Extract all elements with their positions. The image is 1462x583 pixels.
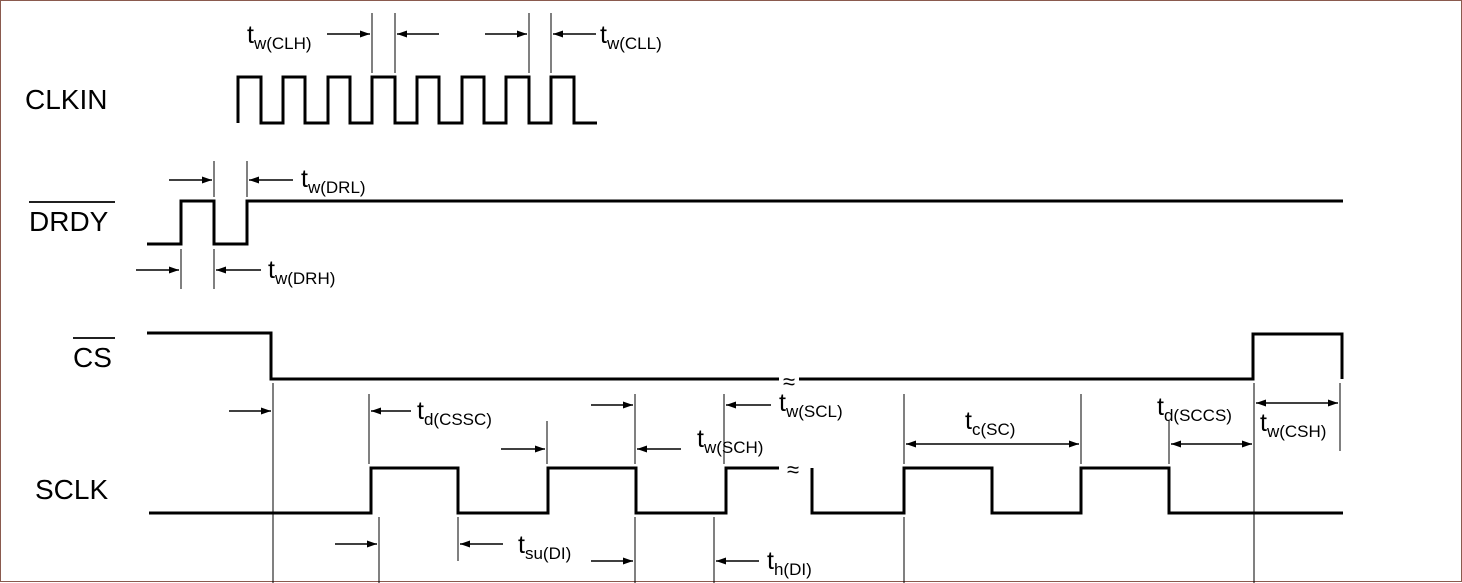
label-tw-cll: tw(CLL) bbox=[600, 21, 662, 53]
sclk-waveform bbox=[149, 466, 1343, 515]
sclk-break-mark: ≈ bbox=[787, 457, 799, 482]
label-tw-scl: tw(SCL) bbox=[779, 389, 843, 421]
timing-guides bbox=[180, 13, 1341, 583]
label-th-di: th(DI) bbox=[767, 547, 812, 579]
label-td-sccs: td(SCCS) bbox=[1157, 393, 1232, 425]
drdy-waveform bbox=[147, 199, 1343, 246]
label-tw-clh: tw(CLH) bbox=[247, 21, 312, 53]
clkin-waveform bbox=[236, 75, 597, 125]
cs-waveform bbox=[147, 331, 1344, 381]
label-td-cssc: td(CSSC) bbox=[417, 397, 492, 429]
timing-arrows bbox=[136, 30, 1338, 565]
label-tw-drh: tw(DRH) bbox=[268, 256, 335, 288]
signal-label-sclk: SCLK bbox=[35, 474, 108, 505]
label-tsu-di: tsu(DI) bbox=[518, 531, 571, 563]
signal-label-drdy: DRDY bbox=[29, 206, 109, 237]
label-tw-sch: tw(SCH) bbox=[697, 425, 763, 457]
label-tw-drl: tw(DRL) bbox=[301, 165, 366, 197]
label-tw-csh: tw(CSH) bbox=[1260, 409, 1326, 441]
cs-break-mark: ≈ bbox=[783, 369, 795, 394]
label-tc-sc: tc(SC) bbox=[965, 407, 1015, 439]
signal-label-cs: CS bbox=[73, 342, 112, 373]
signal-label-clkin: CLKIN bbox=[25, 84, 107, 115]
